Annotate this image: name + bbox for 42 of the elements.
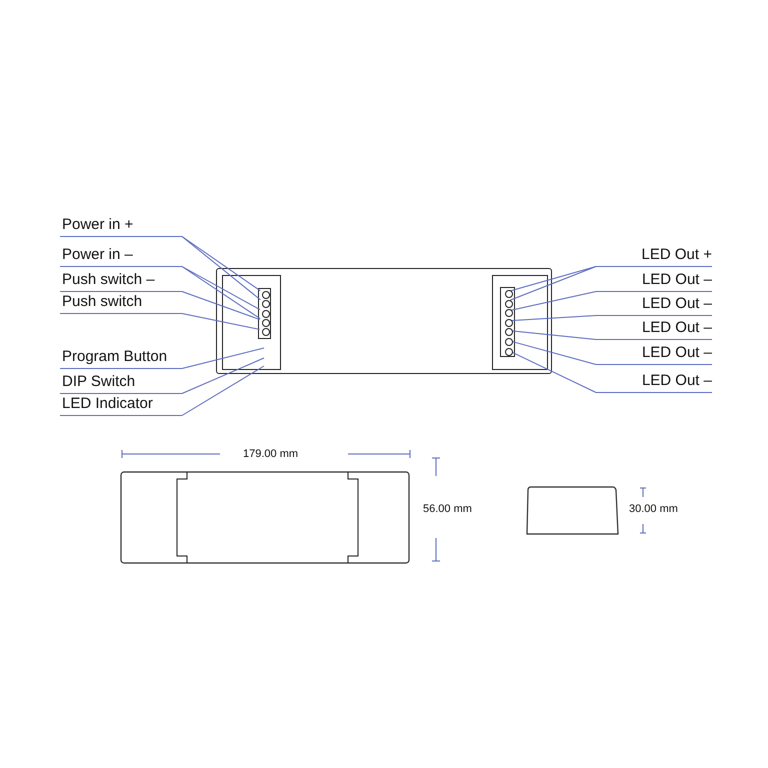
terminal-hole [262, 318, 270, 327]
dimension-label: 56.00 mm [423, 503, 472, 515]
terminal-hole [504, 318, 512, 327]
terminal-hole [262, 310, 270, 318]
leader-line [510, 291, 596, 311]
leader-line [182, 291, 260, 320]
callout-label: LED Out – [596, 372, 712, 393]
callout-label: LED Out – [596, 271, 712, 292]
leader-line [510, 315, 596, 322]
terminal-block [258, 288, 271, 339]
terminal-block [500, 287, 515, 357]
leader-line [510, 266, 596, 292]
callout-label: Push switch – [60, 271, 182, 292]
callout-label: LED Out – [596, 344, 712, 365]
leader-line [182, 366, 264, 416]
terminal-hole [262, 291, 270, 299]
leader-line [182, 348, 264, 369]
callout-label: Power in + [60, 216, 182, 237]
leader-line [182, 358, 264, 394]
callout-label: LED Out + [596, 246, 712, 267]
terminal-hole [262, 328, 270, 336]
terminal-hole [504, 300, 512, 308]
terminal-hole [262, 300, 270, 308]
terminal-hole [504, 328, 512, 336]
callout-label: LED Out – [596, 295, 712, 316]
callout-label: Push switch [60, 293, 182, 314]
terminal-hole [504, 338, 512, 346]
dimension-label: 179.00 mm [243, 448, 298, 460]
terminal-hole [504, 309, 512, 318]
terminal-hole [504, 348, 512, 356]
terminal-hole [504, 290, 512, 298]
leader-line [182, 266, 261, 320]
leader-line [182, 313, 260, 330]
callout-label: Power in – [60, 246, 182, 267]
leader-line [510, 266, 596, 301]
callout-label: LED Indicator [60, 395, 182, 416]
callout-label: LED Out – [596, 319, 712, 340]
leader-line [182, 266, 260, 310]
dimension-label: 30.00 mm [629, 503, 678, 515]
callout-label: Program Button [60, 348, 182, 369]
callout-label: DIP Switch [60, 373, 182, 394]
controller-housing [216, 268, 552, 374]
